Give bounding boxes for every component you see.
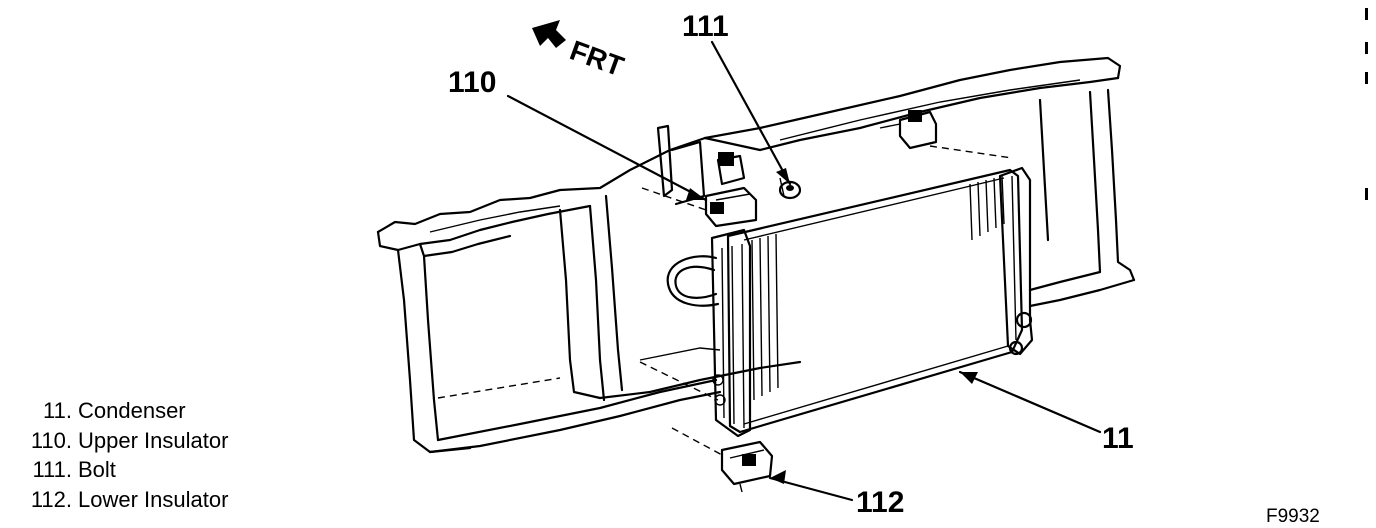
legend-name: Bolt (78, 457, 116, 482)
scan-mark (1365, 72, 1368, 84)
legend-name: Upper Insulator (78, 427, 229, 453)
legend-item: 11.Condenser (4, 396, 228, 426)
front-label: FRT (566, 35, 628, 83)
front-direction-indicator: FRT (532, 20, 628, 82)
legend-number: 112. (30, 486, 72, 512)
callout-11: 11 (1102, 422, 1134, 455)
scan-mark (1365, 188, 1368, 200)
legend-number: 111. (32, 457, 72, 482)
leader-lines (506, 40, 1102, 502)
callout-110: 110 (448, 66, 496, 99)
scan-mark (1365, 8, 1368, 20)
legend-item: 111.Bolt (4, 455, 228, 485)
parts-legend: 11.Condenser 110.Upper Insulator 111.Bol… (4, 396, 229, 515)
radiator-support (376, 56, 1136, 454)
legend-item: 110.Upper Insulator (4, 426, 229, 456)
legend-name: Condenser (78, 398, 186, 423)
alignment-lines (639, 145, 1013, 457)
bolt (778, 177, 802, 200)
legend-number: 11. (43, 398, 72, 423)
callout-111: 111 (682, 10, 729, 43)
lower-insulator (720, 440, 774, 493)
front-arrow-icon (532, 20, 566, 48)
upper-insulator-right (879, 110, 938, 150)
legend-name: Lower Insulator (78, 486, 229, 512)
callout-112: 112 (856, 486, 904, 519)
legend-item: 112.Lower Insulator (4, 485, 229, 515)
figure-id: F9932 (1266, 506, 1320, 527)
condenser (666, 166, 1034, 438)
legend-number: 110. (30, 427, 72, 453)
upper-insulator (704, 152, 758, 228)
scan-mark (1365, 42, 1368, 54)
